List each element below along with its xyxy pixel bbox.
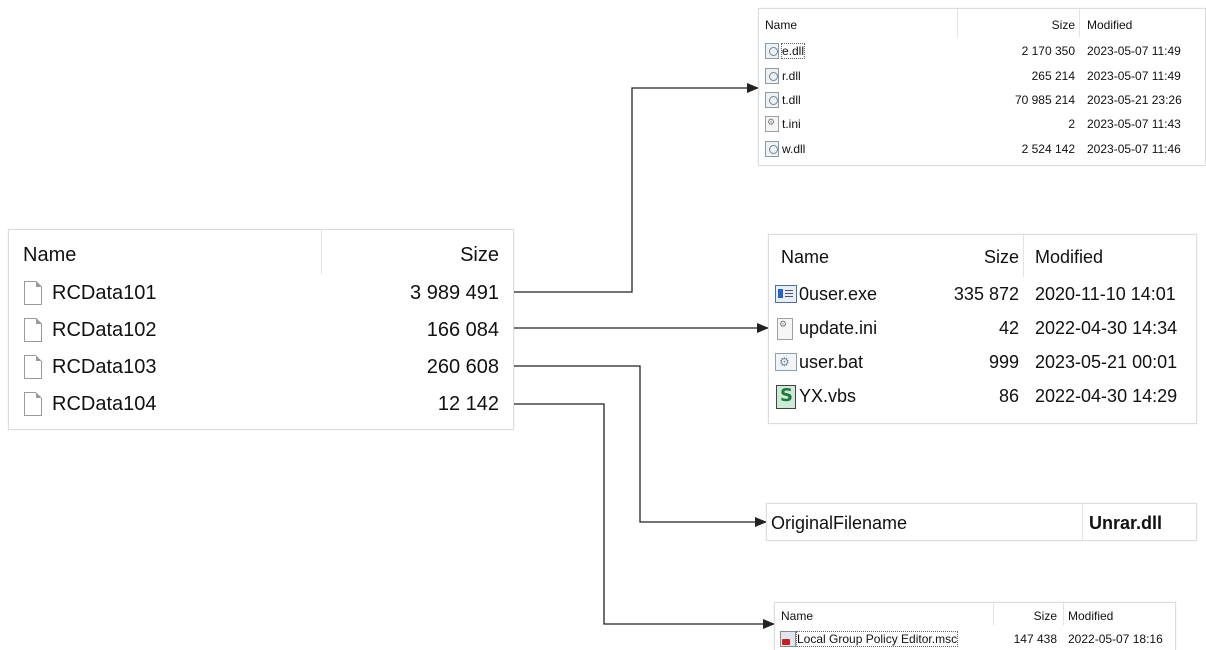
resource-name: RCData101 [52,282,157,304]
file-name: t.ini [782,117,801,131]
modified-column-header[interactable]: Modified [1035,247,1104,267]
file-modified: 2023-05-07 11:49 [1087,44,1181,58]
name-column-header[interactable]: Name [781,247,830,267]
file-size: 70 985 214 [1014,93,1075,107]
file-row[interactable]: w.dll 2 524 142 2023-05-07 11:46 [759,139,1205,159]
document-icon [24,392,42,416]
column-separator [1023,235,1024,277]
name-column-header[interactable]: Name [781,609,814,623]
file-name: user.bat [799,352,864,372]
resource-size: 12 142 [437,393,499,415]
modified-column-header[interactable]: Modified [1087,18,1133,32]
file-modified: 2022-04-30 14:29 [1035,386,1178,406]
document-icon [24,318,42,342]
resource-size: 3 989 491 [410,282,499,304]
script-listing-header: Name Size Modified [769,235,1196,277]
file-size: 2 [1068,117,1075,131]
column-separator [993,603,994,625]
exe-file-icon [775,285,797,303]
dll-file-icon [765,92,779,108]
file-size: 86 [998,386,1019,406]
msc-listing-header: Name Size Modified [775,603,1175,625]
file-name: t.dll [782,93,801,107]
ini-file-icon [777,318,793,340]
file-row[interactable]: 0user.exe 335 872 2020-11-10 14:01 [769,281,1196,311]
file-size: 147 438 [1013,632,1057,646]
file-modified: 2022-05-07 18:16 [1068,632,1163,646]
size-column-header[interactable]: Size [460,244,499,266]
bat-file-icon [775,353,797,371]
file-row[interactable]: update.ini 42 2022-04-30 14:34 [769,315,1196,345]
document-icon [24,281,42,305]
dll-file-icon [765,43,779,59]
file-size: 42 [998,318,1019,338]
name-column-header[interactable]: Name [23,244,77,266]
resource-list-header: Name Size [9,230,513,274]
file-modified: 2023-05-07 11:49 [1087,69,1181,83]
file-name: YX.vbs [799,386,857,406]
file-row[interactable]: e.dll 2 170 350 2023-05-07 11:49 [759,41,1205,61]
arrow-rcdata101-to-dll-listing [514,83,759,293]
arrow-rcdata104-to-msc-listing [514,403,775,629]
version-info-panel: OriginalFilename Unrar.dll [766,503,1197,541]
file-modified: 2023-05-07 11:46 [1087,142,1181,156]
version-info-value: Unrar.dll [1089,513,1163,533]
resource-list-panel: Name Size RCData101 3 989 491 RCData102 … [8,229,514,430]
resource-name: RCData104 [52,393,157,415]
msc-listing-panel: Name Size Modified Local Group Policy Ed… [774,602,1176,650]
file-name: w.dll [782,142,806,156]
column-separator [1063,603,1064,625]
file-row[interactable]: Local Group Policy Editor.msc 147 438 20… [775,629,1175,649]
resource-name: RCData102 [52,319,157,341]
dll-listing-panel: Name Size Modified e.dll 2 170 350 2023-… [758,8,1206,166]
modified-column-header[interactable]: Modified [1068,609,1114,623]
size-column-header[interactable]: Size [1033,609,1057,623]
file-row[interactable]: t.ini 2 2023-05-07 11:43 [759,114,1205,134]
file-name: r.dll [782,69,801,83]
resource-row[interactable]: RCData103 260 608 [9,352,513,384]
name-column-header[interactable]: Name [765,18,798,32]
column-separator [1079,9,1080,37]
resource-row[interactable]: RCData102 166 084 [9,315,513,347]
file-size: 2 170 350 [1021,44,1075,58]
file-name: 0user.exe [799,284,878,304]
file-row[interactable]: YX.vbs 86 2022-04-30 14:29 [769,383,1196,413]
file-size: 335 872 [953,284,1019,304]
file-name: update.ini [799,318,878,338]
resource-size: 166 084 [426,319,499,341]
resource-size: 260 608 [426,356,499,378]
size-column-header[interactable]: Size [983,247,1019,267]
file-row[interactable]: t.dll 70 985 214 2023-05-21 23:26 [759,90,1205,110]
file-modified: 2020-11-10 14:01 [1035,284,1176,304]
msc-file-icon [780,631,796,647]
resource-row[interactable]: RCData104 12 142 [9,389,513,421]
file-name: e.dll [780,43,806,59]
file-modified: 2022-04-30 14:34 [1035,318,1178,338]
dll-file-icon [765,141,779,157]
file-row[interactable]: r.dll 265 214 2023-05-07 11:49 [759,66,1205,86]
file-modified: 2023-05-21 00:01 [1035,352,1178,372]
size-column-header[interactable]: Size [1051,18,1075,32]
version-info-key: OriginalFilename [771,513,908,533]
column-separator [321,230,322,274]
ini-file-icon [765,116,779,132]
dll-file-icon [765,68,779,84]
file-size: 265 214 [1031,69,1075,83]
file-row[interactable]: user.bat 999 2023-05-21 00:01 [769,349,1196,379]
column-separator [957,9,958,37]
resource-name: RCData103 [52,356,157,378]
script-listing-panel: Name Size Modified 0user.exe 335 872 202… [768,234,1197,424]
file-size: 2 524 142 [1021,142,1075,156]
column-separator [1082,504,1083,540]
vbs-file-icon [776,385,796,409]
file-size: 999 [988,352,1019,372]
file-name: Local Group Policy Editor.msc [795,631,959,647]
document-icon [24,355,42,379]
resource-row[interactable]: RCData101 3 989 491 [9,278,513,310]
file-modified: 2023-05-21 23:26 [1087,93,1182,107]
dll-listing-header: Name Size Modified [759,9,1205,37]
file-modified: 2023-05-07 11:43 [1087,117,1181,131]
arrow-rcdata103-to-version-info [514,365,767,527]
